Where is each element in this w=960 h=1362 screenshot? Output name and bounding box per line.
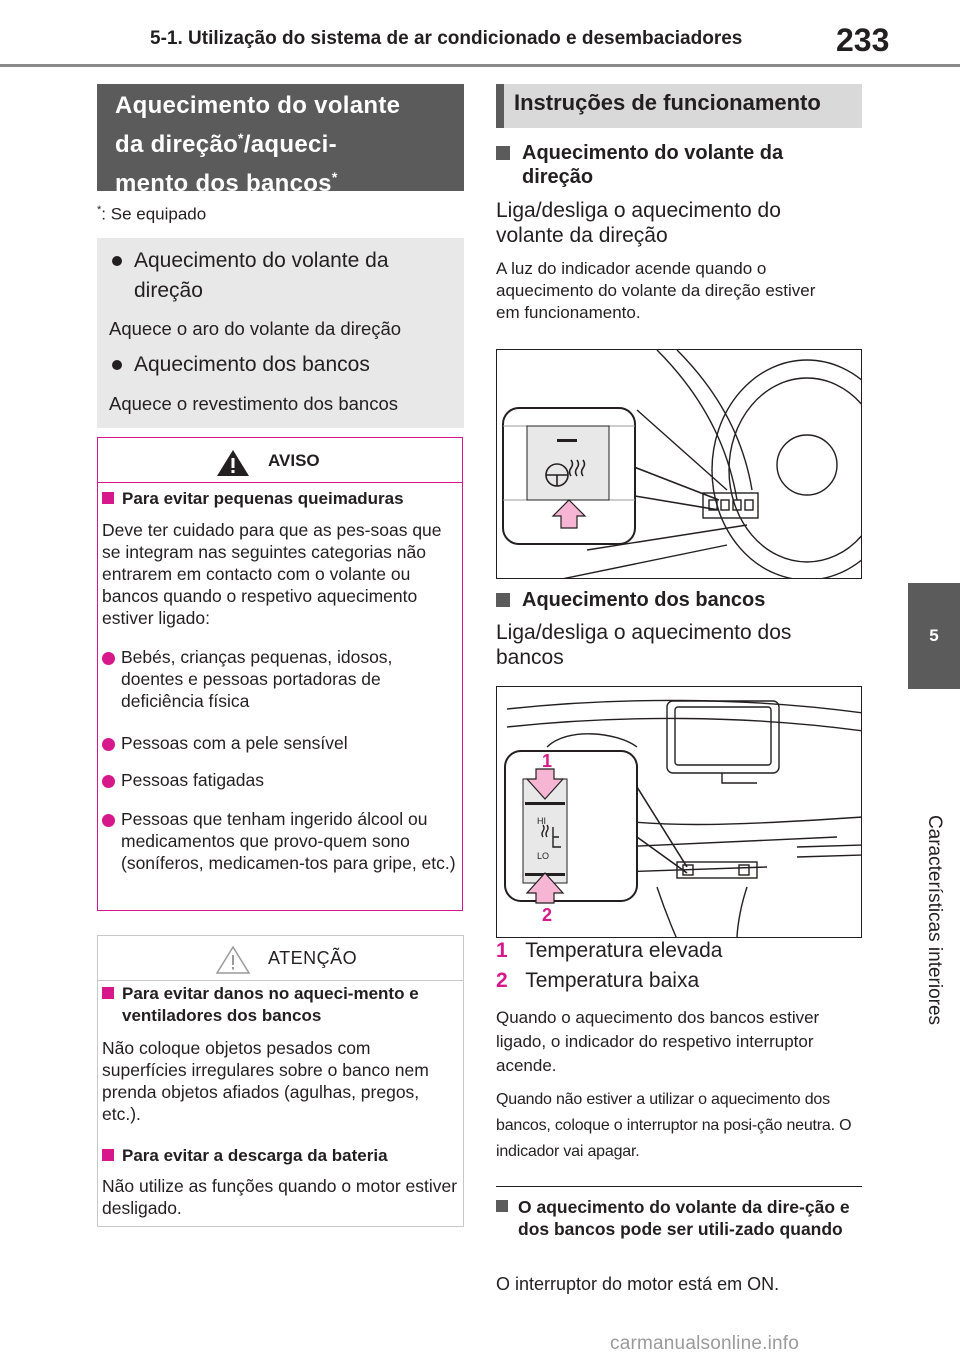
header-bar [496, 84, 504, 128]
warning-triangle-icon [217, 450, 249, 476]
warning-header: AVISO [98, 438, 462, 483]
chapter-title: Características interiores [924, 814, 945, 1026]
callout-number: 1 [496, 939, 508, 962]
usable-text: O interruptor do motor está em ON. [496, 1274, 780, 1294]
feature-title-text: Aquecimento dos bancos [134, 353, 370, 376]
caution-text: Não coloque objetos pesados com superfíc… [102, 1038, 429, 1124]
instructions-header: Instruções de funcionamento [496, 84, 862, 128]
warning-item: Pessoas com a pele sensível [102, 732, 458, 754]
steering-line: Liga/desliga o aquecimento do volante da… [496, 199, 781, 247]
seats-heading-text: Aquecimento dos bancos [522, 589, 766, 611]
warning-subhead-text: Para evitar pequenas queimaduras [122, 489, 404, 508]
title-mark: * [238, 130, 244, 146]
hi-label: HI [537, 816, 546, 826]
warning-subhead: Para evitar pequenas queimaduras [102, 488, 458, 510]
title-line-1: Aquecimento do volante [115, 92, 401, 119]
seats-note: Quando o aquecimento dos bancos estiver … [496, 1008, 820, 1075]
square-bullet [102, 1149, 114, 1161]
seats-line: Liga/desliga o aquecimento dos bancos [496, 621, 792, 669]
feature-title: Aquecimento do volante da direção [112, 246, 432, 306]
square-bullet [496, 1200, 508, 1212]
square-bullet [496, 146, 510, 160]
feature-desc: Aquece o aro do volante da direção [109, 318, 402, 339]
warning-item-text: Pessoas que tenham ingerido álcool ou me… [121, 809, 456, 873]
separator [496, 1186, 862, 1187]
caution-header: ATENÇÃO [98, 936, 463, 981]
warning-box: AVISO Para evitar pequenas queimaduras D… [97, 437, 463, 911]
caution-box: ATENÇÃO Para evitar danos no aqueci-ment… [97, 935, 464, 1227]
caution-subhead: Para evitar a descarga da bateria [102, 1145, 458, 1167]
feature-title-text: Aquecimento do volante da direção [134, 249, 389, 302]
title-line-3: mento dos bancos [115, 170, 332, 197]
square-bullet [496, 593, 510, 607]
topic-title: Aquecimento do volante da direção*/aquec… [115, 90, 460, 200]
caution-subhead-text: Para evitar danos no aqueci-mento e vent… [122, 984, 419, 1025]
footnote-text: : Se equipado [101, 204, 207, 224]
caution-label: ATENÇÃO [268, 948, 358, 968]
footnote-mark: * [97, 204, 102, 216]
warning-label: AVISO [268, 451, 320, 470]
callout-text: Temperatura baixa [525, 969, 700, 992]
warning-item: Bebés, crianças pequenas, idosos, doente… [102, 646, 458, 712]
bullet-dot [102, 738, 115, 751]
seat-heater-illustration: HI LO 1 2 [496, 686, 862, 938]
features-box: Aquecimento do volante da direção Aquece… [97, 238, 464, 428]
steering-heading-text: Aquecimento do volante da direção [522, 142, 784, 188]
callout-2: 2 [542, 905, 552, 925]
instructions-title: Instruções de funcionamento [514, 90, 821, 115]
caution-triangle-icon [215, 945, 251, 974]
callout-1: 1 [542, 751, 552, 771]
watermark: carmanualsonline.info [610, 1333, 800, 1354]
square-bullet [102, 987, 114, 999]
bullet-dot [102, 652, 115, 665]
caution-subhead: Para evitar danos no aqueci-mento e vent… [102, 983, 458, 1027]
bullet-dot [112, 256, 122, 266]
warning-item: Pessoas que tenham ingerido álcool ou me… [102, 808, 458, 874]
seats-heading: Aquecimento dos bancos [496, 588, 836, 612]
warning-item-text: Pessoas com a pele sensível [121, 733, 348, 753]
square-bullet [102, 492, 114, 504]
warning-item: Pessoas fatigadas [102, 769, 458, 791]
bullet-dot [112, 360, 122, 370]
warning-intro: Deve ter cuidado para que as pes-soas qu… [102, 520, 442, 628]
warning-item-text: Pessoas fatigadas [121, 770, 265, 790]
usable-heading-text: O aquecimento do volante da dire-ção e d… [518, 1197, 850, 1239]
lo-label: LO [537, 851, 549, 861]
feature-desc: Aquece o revestimento dos bancos [109, 393, 398, 414]
chapter-tab: 5 [908, 583, 960, 689]
caution-text: Não utilize as funções quando o motor es… [102, 1176, 458, 1218]
callout-row: 2 Temperatura baixa [496, 968, 836, 993]
title-line-2b: /aqueci- [243, 131, 337, 158]
bullet-dot [102, 775, 115, 788]
usable-heading: O aquecimento do volante da dire-ção e d… [496, 1196, 862, 1240]
section-title: 5-1. Utilização do sistema de ar condici… [150, 28, 743, 49]
page-number: 233 [836, 22, 890, 58]
bullet-dot [102, 814, 115, 827]
callout-row: 1 Temperatura elevada [496, 938, 836, 963]
chapter-number: 5 [929, 626, 939, 645]
title-mark: * [331, 169, 338, 185]
topic-title-box: Aquecimento do volante da direção*/aquec… [97, 84, 464, 197]
warning-item-text: Bebés, crianças pequenas, idosos, doente… [121, 647, 393, 711]
steering-heading: Aquecimento do volante da direção [496, 141, 836, 189]
steering-heater-illustration [496, 349, 862, 579]
seats-note-neutral: Quando não estiver a utilizar o aquecime… [496, 1091, 852, 1160]
feature-title: Aquecimento dos bancos [112, 350, 370, 380]
caution-subhead-text: Para evitar a descarga da bateria [122, 1146, 388, 1165]
steering-note: A luz do indicador acende quando o aquec… [496, 259, 816, 322]
callout-text: Temperatura elevada [525, 939, 723, 962]
header-rule [0, 64, 960, 67]
title-line-2a: da direção [115, 131, 239, 158]
steering-wheel-drawing [502, 350, 861, 578]
footnote: *: Se equipado [97, 204, 206, 225]
callout-number: 2 [496, 969, 508, 992]
dashboard-drawing: HI LO 1 2 [504, 699, 861, 937]
